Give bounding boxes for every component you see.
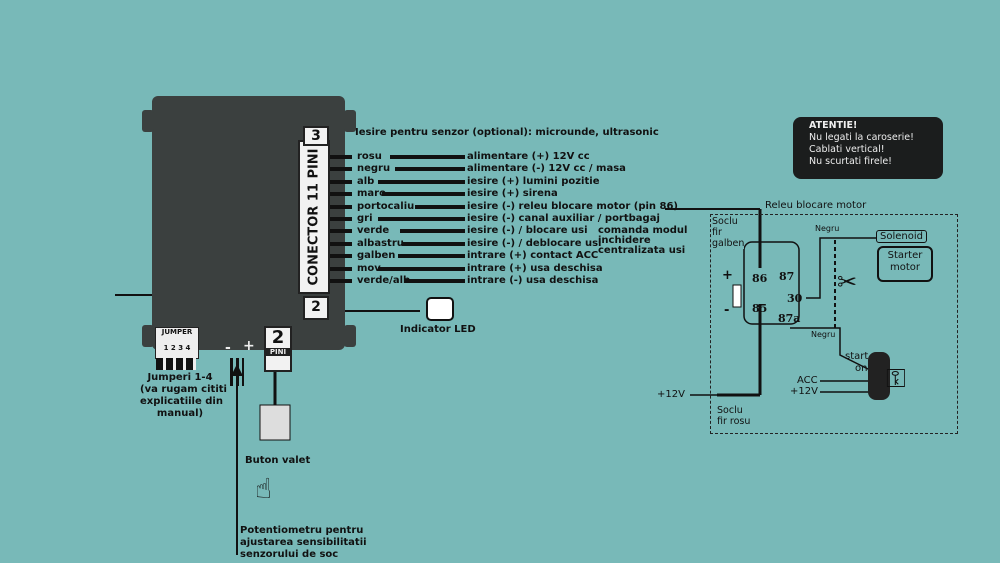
pin-85: 85	[752, 302, 768, 315]
wire-row: verde iesire (-) / blocare usi	[330, 225, 670, 237]
wire-function: iesire (-) / deblocare usi	[467, 237, 602, 249]
key-icon: ⚿	[886, 364, 906, 394]
potentiometer-minus: -	[225, 340, 231, 356]
potentiometer[interactable]	[230, 358, 244, 386]
wire-line	[382, 192, 465, 197]
wire-line	[378, 179, 465, 184]
wire-pin	[330, 279, 352, 283]
wire-line	[398, 254, 465, 259]
wire-pin	[330, 179, 352, 184]
wire-row: gri iesire (-) canal auxiliar / portbagaj	[330, 213, 670, 225]
wire-line	[415, 204, 465, 209]
wire-color: rosu	[357, 151, 382, 162]
wire-row: verde/alb intrare (-) usa deschisa	[330, 275, 670, 287]
wire-pin	[330, 167, 352, 172]
sensor-output-label: Iesire pentru senzor (optional): microun…	[355, 127, 659, 138]
wire-function: alimentare (-) 12V cc / masa	[467, 163, 626, 175]
wire-row: maro iesire (+) sirena	[330, 188, 670, 200]
indicator-led-label: Indicator LED	[400, 324, 476, 335]
negru-top-label: Negru	[815, 224, 840, 233]
valet-connector: 2 PINI	[264, 326, 292, 372]
wire-function: intrare (+) usa deschisa	[467, 262, 603, 274]
mounting-ear	[344, 110, 356, 132]
wire-color: verde/alb	[357, 275, 411, 286]
ignition-switch	[868, 352, 890, 400]
mounting-ear	[142, 325, 154, 347]
pin-87: 87	[779, 270, 795, 283]
wire-pin	[330, 241, 352, 246]
relay-title: Releu blocare motor	[765, 200, 867, 211]
wire-pin	[330, 254, 352, 259]
wire-function: intrare (+) contact ACC	[467, 250, 599, 262]
start-label: start	[845, 351, 869, 362]
v12-key-label: +12V	[790, 386, 818, 397]
wire-line	[400, 229, 465, 234]
wire-pin	[330, 266, 352, 271]
wire-pin	[330, 192, 352, 197]
wire-line	[404, 279, 465, 283]
wire-row: alb iesire (+) lumini pozitie	[330, 176, 670, 188]
warning-box: ATENTIE! Nu legati la caroserie! Cablati…	[793, 117, 943, 179]
valet-button-label[interactable]: Buton valet	[245, 455, 311, 466]
wire-function: iesire (+) sirena	[467, 188, 558, 200]
wire-row: galben intrare (+) contact ACC	[330, 250, 670, 262]
diode-minus: -	[724, 303, 730, 318]
wire-pin	[330, 217, 352, 221]
mounting-ear	[344, 325, 356, 347]
on-label: on	[855, 363, 868, 374]
wire-line	[390, 155, 465, 159]
pin-86: 86	[752, 272, 768, 285]
jumper-block: JUMPER 1 2 3 4	[155, 327, 199, 359]
negru-bottom-label: Negru	[811, 330, 836, 339]
acc-label: ACC	[797, 375, 818, 386]
wire-color: albastru	[357, 237, 404, 249]
pin-30: 30	[787, 292, 803, 305]
potentiometer-plus: +	[243, 338, 255, 354]
wire-color: alb	[357, 175, 375, 187]
wire-pin	[330, 229, 352, 234]
wire-color: negru	[357, 163, 391, 175]
wire-line	[378, 217, 465, 221]
wire-pin	[330, 204, 352, 209]
solenoid-box: Solenoid	[876, 230, 927, 243]
pointing-hand-icon: ☝	[255, 472, 273, 505]
wire-row: mov intrare (+) usa deschisa	[330, 263, 670, 275]
sensor-connector: 3	[303, 126, 329, 146]
relay-section	[710, 214, 958, 434]
wire-color: maro	[357, 188, 386, 200]
wire-function: iesire (-) releu blocare motor (pin 86)	[467, 200, 679, 212]
wire-row: rosu alimentare (+) 12V cc	[330, 151, 670, 163]
wire-color: portocaliu	[357, 200, 415, 212]
wire-function: alimentare (+) 12V cc	[467, 151, 590, 162]
pin-87a: 87a	[778, 312, 801, 325]
wire-function: intrare (-) usa deschisa	[467, 275, 599, 286]
wire-line	[402, 241, 465, 246]
wire-line	[378, 266, 465, 271]
v12-input-label: +12V	[657, 389, 685, 400]
wire-function: iesire (-) canal auxiliar / portbagaj	[467, 213, 660, 224]
wire-pin	[330, 155, 352, 159]
diode-plus: +	[722, 268, 733, 283]
wire-row: negru alimentare (-) 12V cc / masa	[330, 163, 670, 175]
wire-color: gri	[357, 213, 373, 224]
wire-color: mov	[357, 262, 381, 274]
wire-row: portocaliu iesire (-) releu blocare motor…	[330, 200, 678, 213]
wire-color: galben	[357, 250, 396, 262]
wire-row: albastru iesire (-) / deblocare usi	[330, 238, 670, 250]
wire-color: verde	[357, 225, 390, 237]
wire-function: iesire (-) / blocare usi	[467, 225, 588, 237]
wire-function: iesire (+) lumini pozitie	[467, 175, 600, 187]
led-connector: 2	[303, 296, 329, 320]
wire-line	[395, 167, 465, 172]
central-lock-note: comanda modul inchidere centralizata usi	[598, 225, 688, 256]
connector-11-pins: CONECTOR 11 PINI	[298, 140, 330, 294]
jumper-pins[interactable]	[156, 358, 196, 370]
mounting-ear	[142, 110, 154, 132]
scissors-icon: ✂	[837, 268, 858, 296]
